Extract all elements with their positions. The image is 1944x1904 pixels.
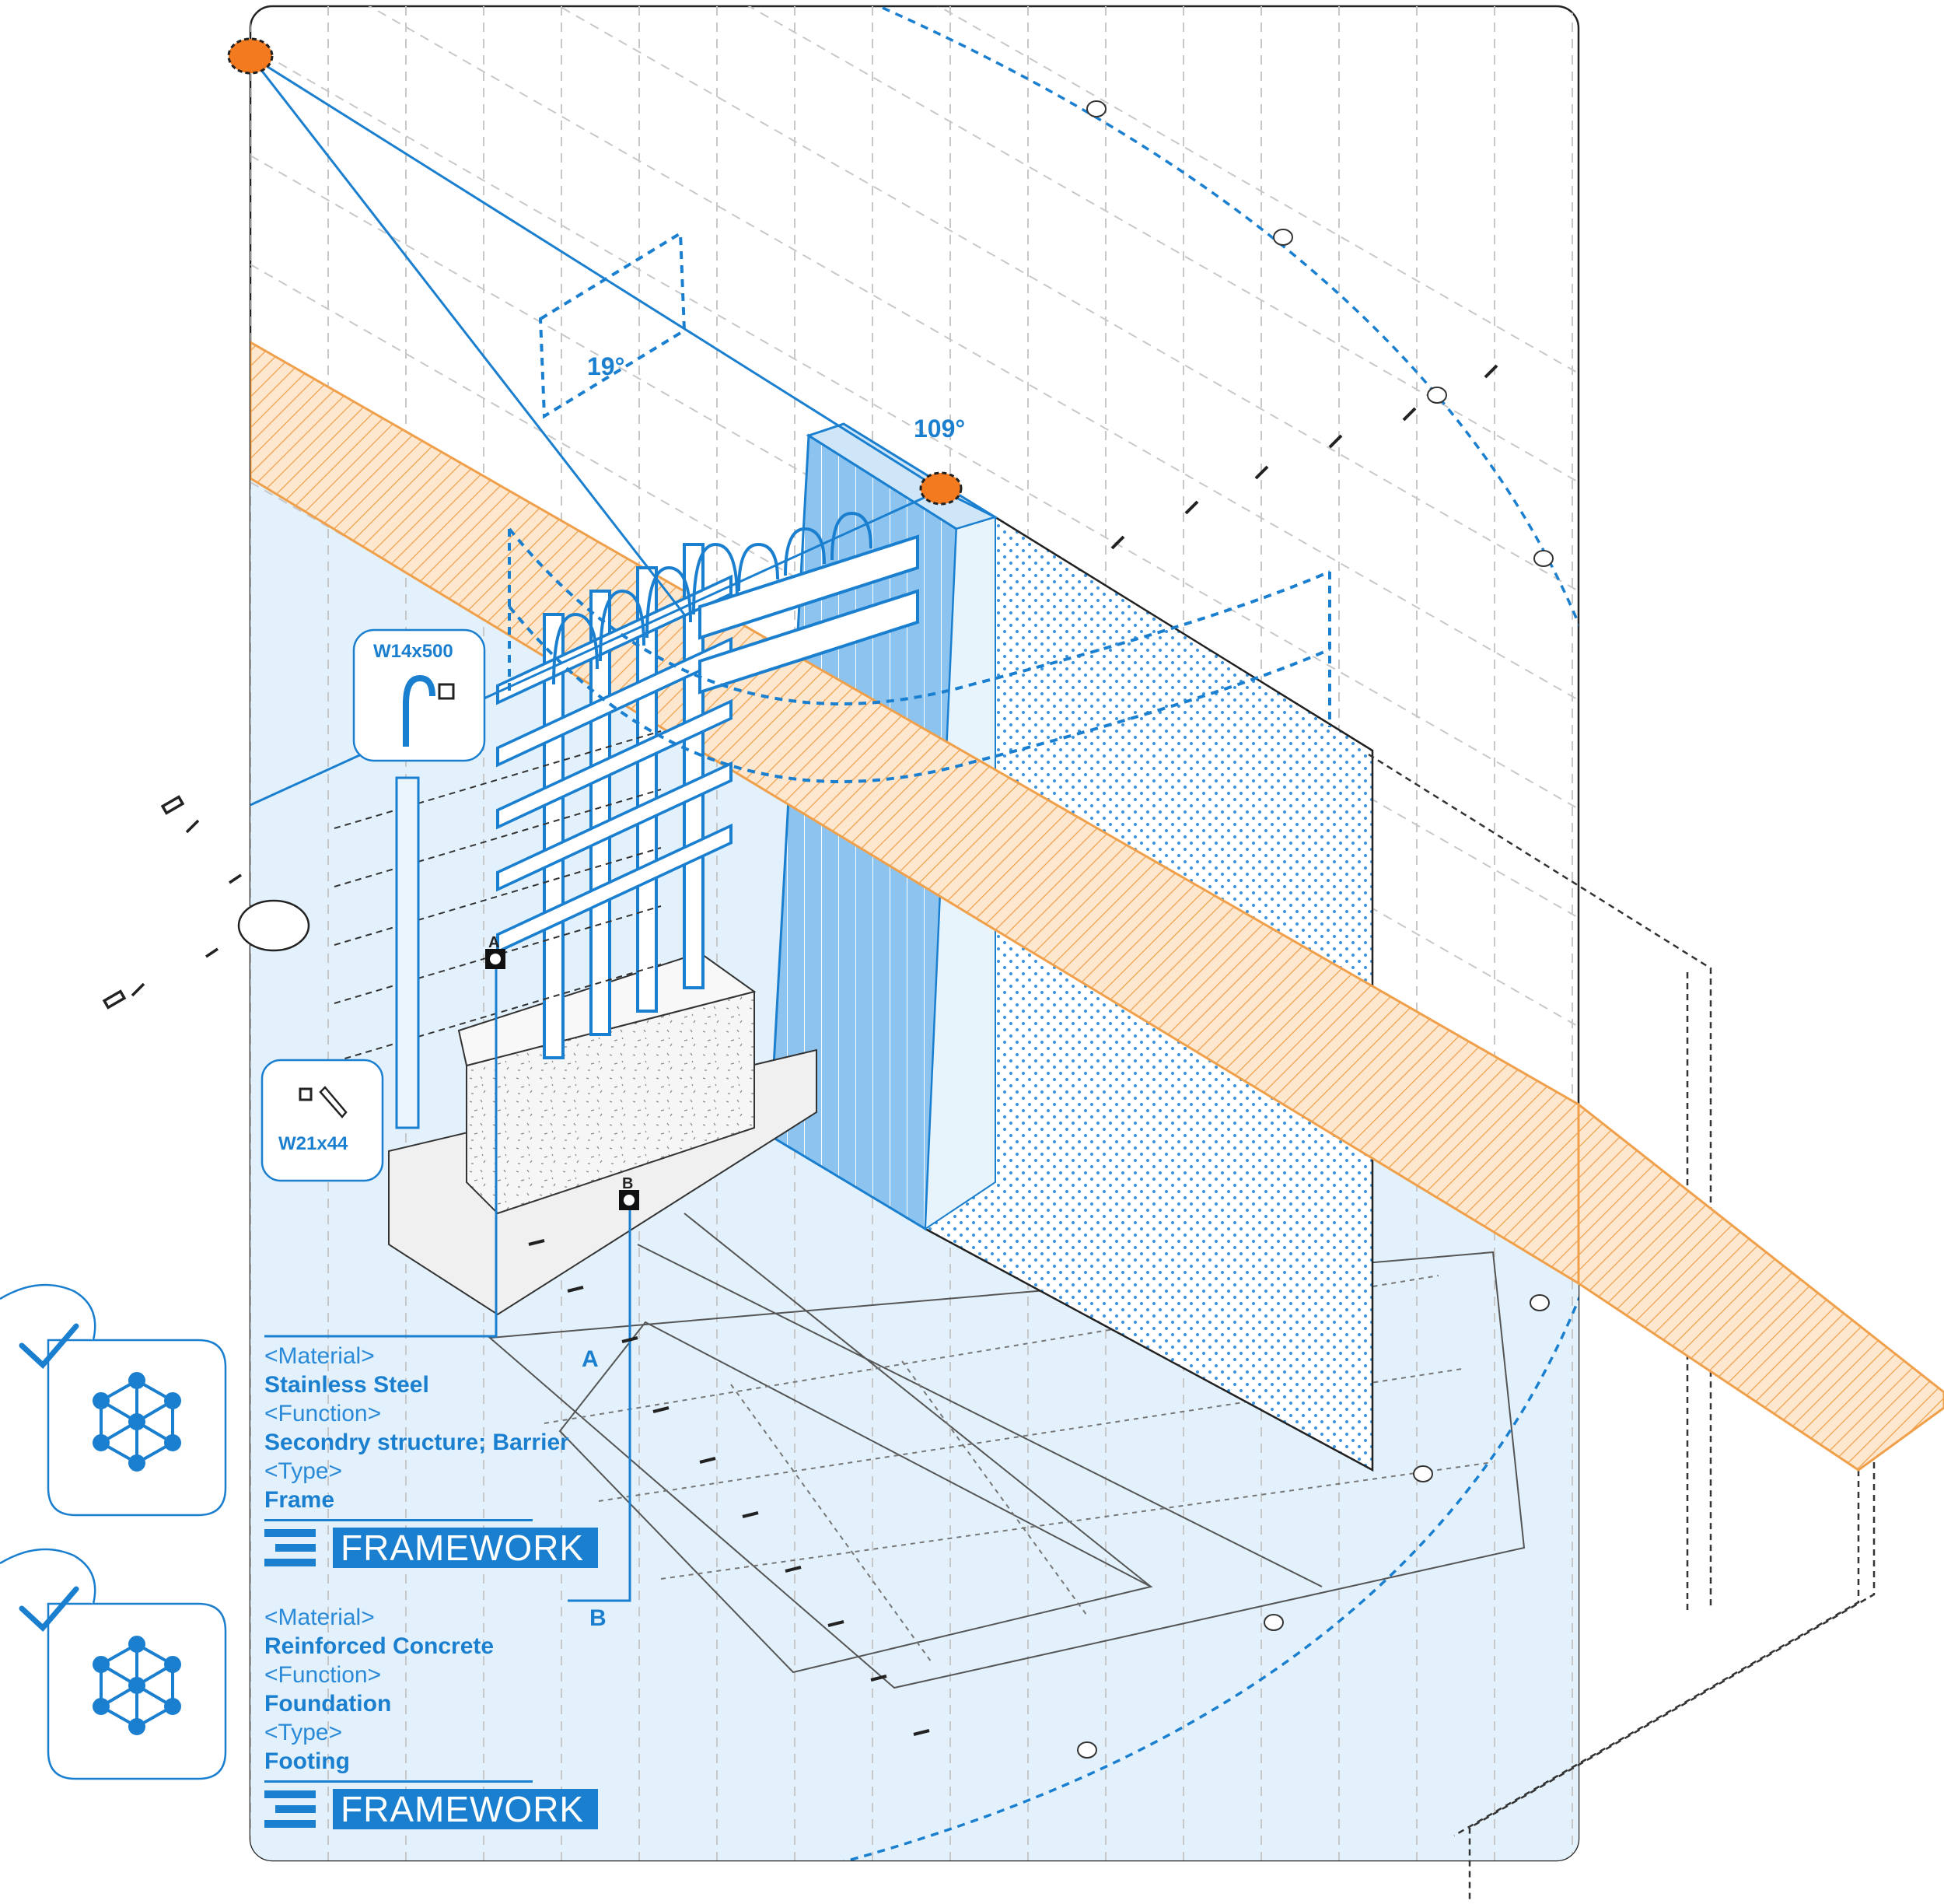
panel-divider (264, 1780, 533, 1783)
material-value: Reinforced Concrete (264, 1633, 495, 1659)
profile-node-top (438, 683, 455, 700)
profile-callout-top (352, 628, 486, 762)
outer-ticks-left (102, 795, 242, 1010)
material-value: Stainless Steel (264, 1372, 429, 1398)
check-icon (19, 1323, 79, 1370)
type-key: <Type> (264, 1458, 343, 1484)
framework-label: FRAMEWORK (333, 1528, 599, 1568)
function-value: Secondry structure; Barrier (264, 1430, 569, 1455)
info-panel-a: <Material> Stainless Steel <Function> Se… (264, 1342, 614, 1568)
hexagon-network-icon (93, 1636, 181, 1735)
framework-logo-icon (264, 1529, 316, 1566)
marker-b-hole (624, 1195, 635, 1206)
function-value: Foundation (264, 1691, 392, 1717)
function-key: <Function> (264, 1662, 382, 1688)
check-icon (19, 1586, 79, 1633)
beam-profile-icon (319, 1086, 348, 1118)
type-value: Frame (264, 1487, 335, 1513)
profile-label-top: W14x500 (373, 641, 453, 662)
type-key: <Type> (264, 1720, 343, 1745)
ground-plan-dashes (544, 1275, 1494, 1665)
marker-letter-b: B (622, 1175, 633, 1192)
type-value: Footing (264, 1748, 350, 1774)
dimension-ticks (528, 364, 1498, 1736)
viewpoint-marker-top (227, 37, 274, 75)
orbit-nodes (1077, 100, 1554, 1759)
hatched-band (250, 340, 1579, 1286)
panel-letter-b: B (589, 1605, 607, 1631)
viewpoint-marker-right (919, 471, 963, 506)
steel-frame (496, 542, 739, 1059)
framework-badge[interactable]: FRAMEWORK (264, 1528, 614, 1568)
framework-label: FRAMEWORK (333, 1789, 599, 1829)
ground-plan-lines (488, 1213, 1526, 1689)
material-key: <Material> (264, 1605, 375, 1630)
marker-a-hole (490, 954, 501, 964)
angle-wedges (508, 230, 1331, 783)
profile-callout-bottom (260, 1059, 384, 1182)
exploded-column (395, 776, 420, 1129)
profile-label-bottom: W21x44 (278, 1133, 348, 1154)
material-key: <Material> (264, 1343, 375, 1369)
profile-hook-icon (403, 674, 435, 747)
leader-lines (264, 958, 631, 1602)
marker-letter-a: A (488, 934, 499, 951)
board-content (250, 6, 1579, 1860)
orbit-arc (839, 6, 1579, 1860)
function-key: <Function> (264, 1401, 382, 1426)
board-notch (237, 899, 310, 952)
angle-label-left: 19° (587, 352, 624, 380)
exploded-parts (334, 730, 662, 1062)
framework-badge[interactable]: FRAMEWORK (264, 1789, 614, 1829)
status-card-a[interactable] (0, 1283, 227, 1517)
panel-letter-a: A (582, 1346, 599, 1372)
hexagon-network-icon (93, 1372, 181, 1472)
info-panel-b: <Material> Reinforced Concrete <Function… (264, 1603, 614, 1829)
hatched-band-outside (1577, 1101, 1944, 1472)
panel-divider (264, 1519, 533, 1521)
profile-node-bottom (299, 1087, 313, 1101)
angle-label-right: 109° (914, 415, 965, 443)
framework-logo-icon (264, 1790, 316, 1828)
status-card-b[interactable] (0, 1548, 227, 1780)
